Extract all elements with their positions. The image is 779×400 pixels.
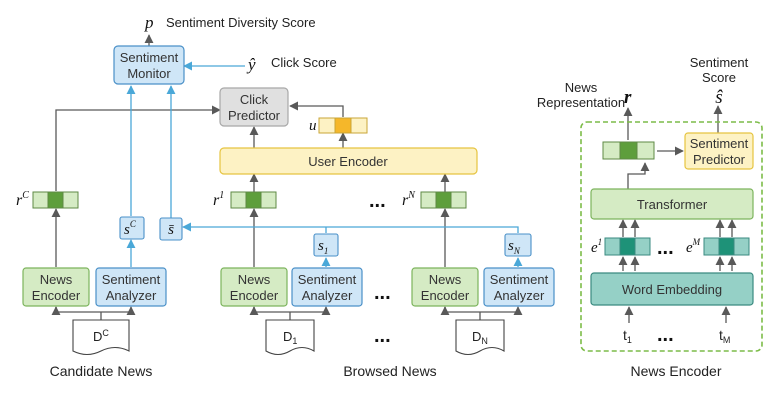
arrow-dn-inputs xyxy=(444,307,518,320)
svg-text:Encoder: Encoder xyxy=(32,288,81,303)
r-out-symbol: r xyxy=(624,87,632,108)
sentiment-score-line1: Sentiment xyxy=(690,55,749,70)
user-encoder: User Encoder xyxy=(219,147,478,175)
svg-text:s̄: s̄ xyxy=(168,222,174,238)
svg-text:News: News xyxy=(429,272,462,287)
svg-text:Analyzer: Analyzer xyxy=(302,288,353,303)
news-encoder-browsed-n: News Encoder xyxy=(411,267,479,307)
svg-text:DC: DC xyxy=(93,328,109,344)
click-score-label: Click Score xyxy=(271,55,337,70)
arrow-dc-inputs xyxy=(55,307,131,320)
rn-symbol: rN xyxy=(402,190,416,209)
tm-symbol: tM xyxy=(719,327,730,345)
ellipsis-encoders: ... xyxy=(374,282,391,304)
click-predictor: Click Predictor xyxy=(219,87,289,127)
u-symbol: u xyxy=(309,118,317,134)
connectors xyxy=(51,34,737,323)
sentiment-analyzer-candidate: Sentiment Analyzer xyxy=(95,267,167,307)
document-dc: DC xyxy=(72,319,130,356)
e1-symbol: e1 xyxy=(591,237,602,256)
sentiment-monitor: Sentiment Monitor xyxy=(113,45,185,85)
user-encoder-label: User Encoder xyxy=(308,154,388,169)
p-symbol: p xyxy=(144,13,154,32)
em-vector xyxy=(703,237,750,256)
news-encoder-browsed-1: News Encoder xyxy=(220,267,288,307)
document-d1: D1 xyxy=(265,319,315,356)
sc-box: sC xyxy=(119,216,145,240)
sentiment-predictor: Sentiment Predictor xyxy=(684,132,754,170)
sentiment-monitor-line1: Sentiment xyxy=(120,50,179,65)
arrow-rc-to-click-predictor xyxy=(55,105,221,191)
s1-box: s1 xyxy=(313,233,339,257)
em-symbol: eM xyxy=(686,237,701,256)
arrow-d1-inputs xyxy=(253,307,326,320)
ellipsis-embeddings: ... xyxy=(657,237,674,259)
r1-symbol: r1 xyxy=(213,190,224,209)
svg-text:sC: sC xyxy=(124,219,137,238)
svg-text:Transformer: Transformer xyxy=(637,197,708,212)
svg-text:s1: s1 xyxy=(318,238,328,256)
repr-vector xyxy=(602,141,655,160)
news-encoder-candidate: News Encoder xyxy=(22,267,90,307)
sentiment-analyzer-browsed-n: Sentiment Analyzer xyxy=(483,267,555,307)
sentiment-diversity-label: Sentiment Diversity Score xyxy=(166,15,316,30)
svg-text:Encoder: Encoder xyxy=(230,288,279,303)
svg-text:Sentiment: Sentiment xyxy=(298,272,357,287)
click-predictor-line1: Click xyxy=(240,92,269,107)
y-hat-symbol: ŷ xyxy=(246,55,256,74)
svg-text:News: News xyxy=(40,272,73,287)
svg-text:News: News xyxy=(238,272,271,287)
s-hat-symbol: ŝ xyxy=(715,87,723,108)
svg-text:Sentiment: Sentiment xyxy=(490,272,549,287)
svg-text:sN: sN xyxy=(508,238,521,256)
rc-symbol: rC xyxy=(16,190,29,209)
click-predictor-line2: Predictor xyxy=(228,108,281,123)
svg-text:Analyzer: Analyzer xyxy=(106,288,157,303)
arrow-u-to-click-predictor xyxy=(289,101,344,117)
sentiment-analyzer-browsed-1: Sentiment Analyzer xyxy=(291,267,363,307)
caption-news-encoder: News Encoder xyxy=(630,363,721,379)
e1-vector xyxy=(604,237,651,256)
news-encoder-detail-frame xyxy=(580,121,763,352)
caption-browsed-news: Browsed News xyxy=(343,363,436,379)
caption-candidate-news: Candidate News xyxy=(50,363,153,379)
svg-text:Word Embedding: Word Embedding xyxy=(622,282,722,297)
news-representation-line2: Representation xyxy=(537,95,625,110)
rc-vector xyxy=(32,191,79,209)
r1-vector xyxy=(230,191,277,209)
document-dn: DN xyxy=(455,319,505,356)
svg-text:D1: D1 xyxy=(283,329,297,346)
t1-symbol: t1 xyxy=(623,327,632,345)
word-embedding: Word Embedding xyxy=(590,272,754,306)
svg-text:Sentiment: Sentiment xyxy=(102,272,161,287)
sentiment-monitor-line2: Monitor xyxy=(127,66,171,81)
svg-text:Encoder: Encoder xyxy=(421,288,470,303)
sn-box: sN xyxy=(504,233,532,257)
ellipsis-tokens: ... xyxy=(657,324,674,346)
news-representation-line1: News xyxy=(565,80,598,95)
sentiment-score-line2: Score xyxy=(702,70,736,85)
ellipsis-vectors: ... xyxy=(369,190,386,212)
svg-text:DN: DN xyxy=(472,329,488,346)
ellipsis-docs: ... xyxy=(374,325,391,347)
s-bar-box: s̄ xyxy=(159,217,183,241)
transformer: Transformer xyxy=(590,188,754,220)
arrow-sbar-collector xyxy=(182,222,519,233)
u-vector xyxy=(318,117,368,134)
svg-text:Predictor: Predictor xyxy=(693,152,746,167)
arrow-transformer-to-r xyxy=(627,162,650,189)
rn-vector xyxy=(420,191,467,209)
svg-text:Analyzer: Analyzer xyxy=(494,288,545,303)
svg-text:Sentiment: Sentiment xyxy=(690,136,749,151)
